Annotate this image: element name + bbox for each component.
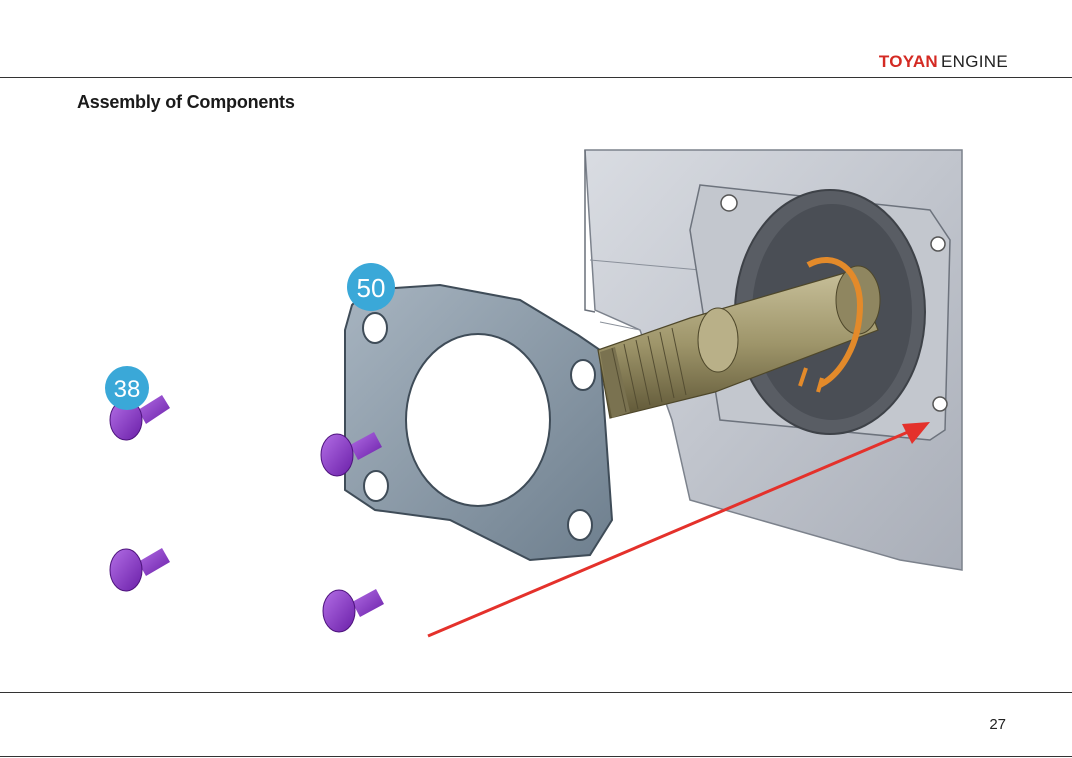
brand-logo-bold: TOYAN — [879, 52, 938, 71]
bolt-3 — [110, 548, 170, 591]
footer-divider — [0, 692, 1072, 693]
header-divider — [0, 77, 1072, 78]
brand-logo-rest: ENGINE — [941, 52, 1008, 71]
assembly-illustration: 50 38 — [0, 130, 1072, 670]
callout-38-label: 38 — [114, 376, 141, 403]
callout-38: 38 — [105, 366, 149, 410]
callout-50-label: 50 — [357, 273, 386, 303]
bottom-border — [0, 756, 1072, 757]
page-title: Assembly of Components — [77, 92, 295, 113]
callout-50: 50 — [347, 263, 395, 311]
page-number: 27 — [989, 716, 1006, 733]
gasket-plate — [345, 285, 612, 560]
bolt-4 — [323, 589, 384, 632]
